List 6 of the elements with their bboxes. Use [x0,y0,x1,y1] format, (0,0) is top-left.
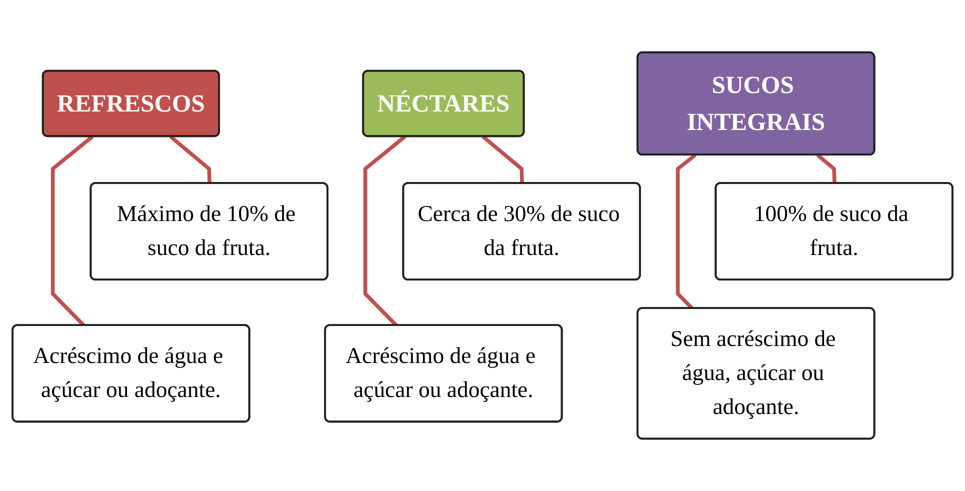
connector [482,135,524,184]
connector [363,135,406,327]
connector [50,135,94,327]
connector [676,154,696,310]
connector [169,135,212,184]
connector [816,154,836,184]
